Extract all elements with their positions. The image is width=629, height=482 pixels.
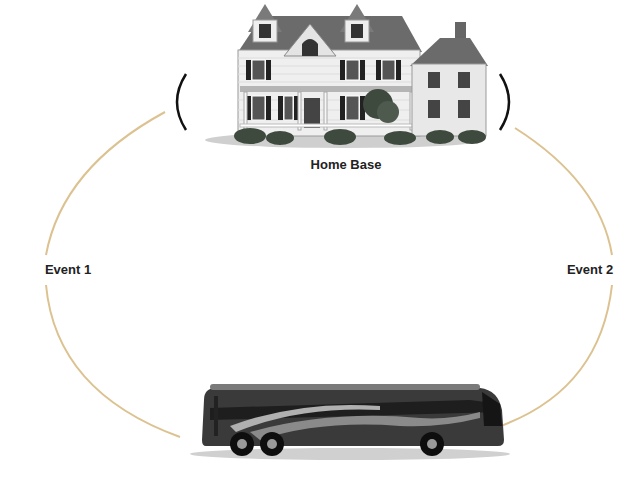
house-illustration [428, 100, 440, 118]
bus-illustration [230, 405, 380, 432]
house-illustration [238, 58, 420, 59]
house-illustration [458, 130, 486, 144]
house-illustration [384, 131, 416, 145]
home-base-node: Home Base [207, 0, 485, 174]
house-illustration [234, 128, 486, 145]
bus-illustration [260, 432, 284, 456]
house-illustration [205, 4, 488, 148]
house-illustration [351, 24, 363, 38]
cycle-arc [46, 112, 612, 437]
house-illustration [240, 86, 416, 92]
house-illustration [238, 50, 420, 136]
event-label: Event 1 [45, 262, 91, 277]
house-illustration [252, 60, 265, 80]
house-illustration [240, 124, 416, 127]
cycle-arc [46, 112, 165, 255]
house-illustration [346, 96, 359, 120]
house-illustration [266, 96, 271, 120]
house-illustration [238, 82, 420, 83]
house-illustration [324, 129, 356, 145]
bus-illustration [237, 439, 247, 449]
house-illustration [382, 60, 395, 80]
house-illustration [340, 96, 345, 120]
house-illustration [458, 72, 470, 88]
cycle-arc [495, 285, 612, 428]
cycle-arc [515, 128, 612, 255]
bus-illustration [267, 439, 277, 449]
house-illustration [412, 64, 486, 136]
house-illustration [302, 39, 318, 56]
event-label: Event 2 [567, 262, 613, 277]
node-label: Home Base [311, 157, 382, 174]
house-illustration [238, 16, 422, 52]
house-illustration [376, 60, 381, 80]
house-illustration [428, 72, 440, 88]
house-illustration [345, 20, 369, 42]
house-illustration [278, 96, 283, 120]
bus-illustration [230, 432, 254, 456]
house-illustration [266, 131, 294, 145]
house-illustration [396, 60, 401, 80]
house-illustration [266, 60, 271, 80]
bracket [177, 74, 186, 130]
bus-illustration [190, 384, 510, 460]
bracket [500, 74, 509, 130]
bus-illustration [230, 432, 444, 456]
house-illustration [246, 60, 251, 80]
cycle-arc [46, 285, 180, 437]
bus-illustration [420, 432, 444, 456]
house-illustration [458, 100, 470, 118]
house-illustration [340, 60, 345, 80]
house-illustration [346, 60, 359, 80]
house-illustration [410, 38, 488, 66]
bus-illustration [237, 439, 437, 449]
house-illustration [259, 24, 271, 38]
house-illustration [360, 60, 365, 80]
house-illustration [253, 20, 277, 42]
house-illustration [284, 24, 336, 56]
bus-illustration [214, 396, 218, 436]
bus-illustration [482, 392, 502, 426]
house-illustration [252, 96, 265, 120]
house-illustration [284, 96, 293, 120]
house-illustration [377, 101, 399, 123]
bus-illustration [427, 439, 437, 449]
house-illustration [426, 130, 454, 144]
house-illustration [234, 128, 266, 144]
bus-illustration [210, 384, 480, 390]
